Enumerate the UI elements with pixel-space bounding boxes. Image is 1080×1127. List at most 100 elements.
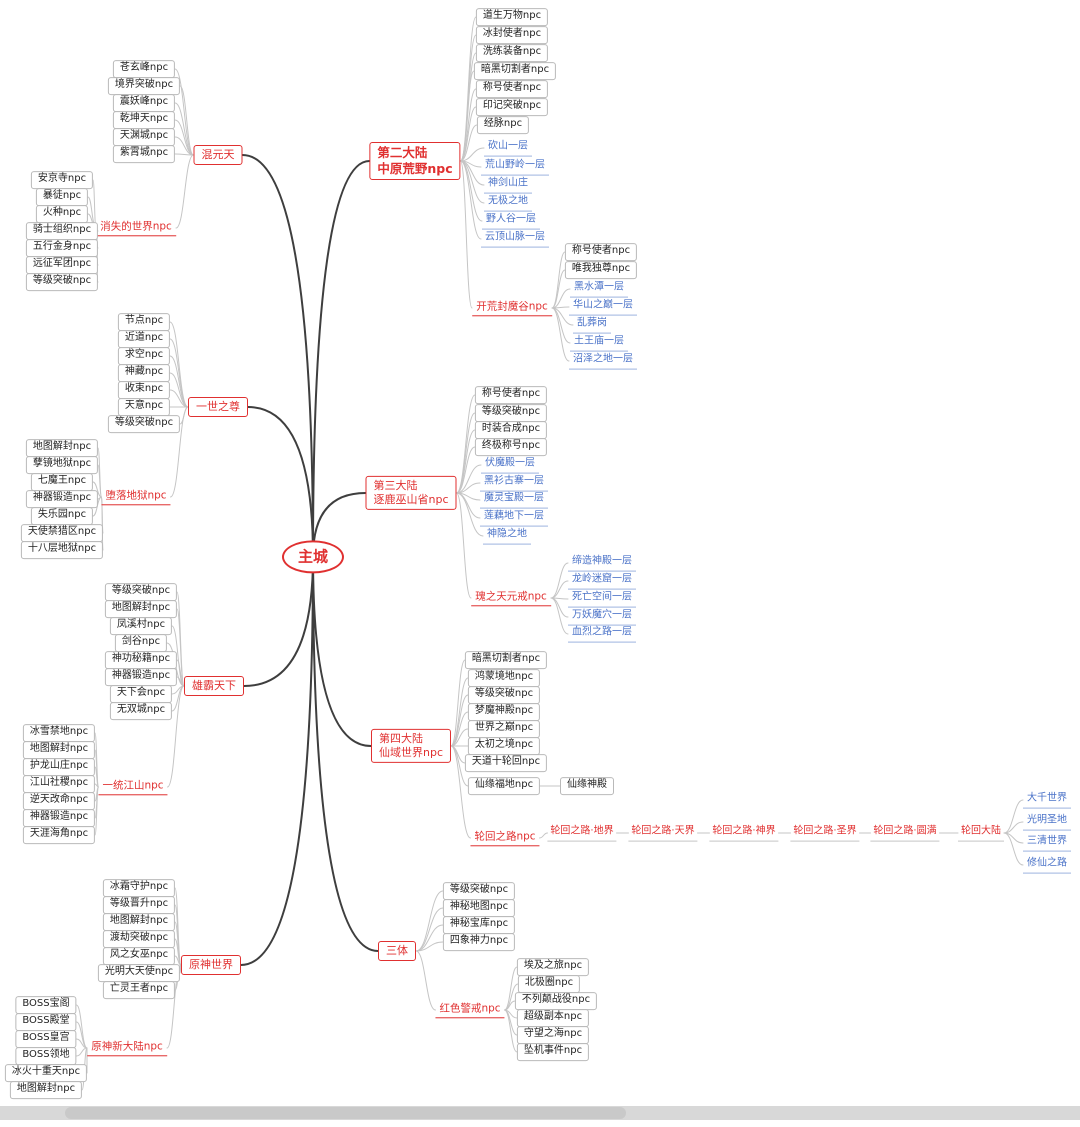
- npc-topic[interactable]: 超级副本npc: [516, 1009, 590, 1027]
- sub-branch-topic[interactable]: 消失的世界npc: [96, 219, 176, 237]
- npc-topic[interactable]: 称号使者npc: [474, 386, 548, 404]
- map-link-topic[interactable]: 砍山一层: [484, 140, 532, 157]
- npc-topic[interactable]: 火种npc: [35, 205, 89, 223]
- npc-topic[interactable]: 称号使者npc: [475, 80, 549, 98]
- branch-topic[interactable]: 混元天: [193, 144, 243, 166]
- npc-topic[interactable]: 不列颠战役npc: [514, 992, 598, 1010]
- map-link-topic[interactable]: 死亡空间一层: [568, 591, 636, 608]
- sub-branch-topic[interactable]: 轮回之路npc: [470, 829, 540, 847]
- chain-topic[interactable]: 轮回之路·神界: [709, 825, 779, 842]
- npc-topic[interactable]: 骑士组织npc: [25, 222, 99, 240]
- map-link-topic[interactable]: 万妖魔穴一层: [568, 609, 636, 626]
- map-link-topic[interactable]: 神隐之地: [483, 528, 531, 545]
- npc-topic[interactable]: 道生万物npc: [475, 8, 549, 26]
- chain-topic[interactable]: 轮回之路·天界: [628, 825, 698, 842]
- npc-topic[interactable]: 天下会npc: [109, 685, 173, 703]
- chain-topic[interactable]: 轮回之路·圣界: [790, 825, 860, 842]
- map-link-topic[interactable]: 沼泽之地一层: [569, 353, 637, 370]
- map-link-topic[interactable]: 野人谷一层: [482, 213, 540, 230]
- npc-topic[interactable]: 安京寺npc: [30, 171, 94, 189]
- map-link-topic[interactable]: 大千世界: [1023, 792, 1071, 809]
- npc-topic[interactable]: 天意npc: [117, 398, 171, 416]
- bottom-scrollbar[interactable]: [0, 1106, 1080, 1120]
- map-link-topic[interactable]: 血烈之路一层: [568, 626, 636, 643]
- npc-topic[interactable]: 江山社稷npc: [22, 775, 96, 793]
- npc-topic[interactable]: 神器锻造npc: [104, 668, 178, 686]
- npc-topic[interactable]: 亡灵王者npc: [102, 981, 176, 999]
- chain-topic[interactable]: 轮回之路·地界: [547, 825, 617, 842]
- npc-topic[interactable]: 境界突破npc: [107, 77, 181, 95]
- npc-topic[interactable]: 神藏npc: [117, 364, 171, 382]
- npc-topic[interactable]: 冰火十重天npc: [4, 1064, 88, 1082]
- npc-topic[interactable]: BOSS宝阁: [15, 996, 77, 1014]
- npc-topic[interactable]: 等级晋升npc: [102, 896, 176, 914]
- npc-topic[interactable]: 北极圈npc: [517, 975, 581, 993]
- npc-topic[interactable]: 等级突破npc: [107, 415, 181, 433]
- npc-topic[interactable]: 暴徒npc: [35, 188, 89, 206]
- npc-topic[interactable]: 神器锻造npc: [25, 490, 99, 508]
- npc-topic[interactable]: 等级突破npc: [467, 686, 541, 704]
- npc-topic[interactable]: 冰霜守护npc: [102, 879, 176, 897]
- npc-topic[interactable]: 乾坤天npc: [112, 111, 176, 129]
- map-link-topic[interactable]: 华山之巅一层: [569, 299, 637, 316]
- npc-topic[interactable]: 终极称号npc: [474, 438, 548, 456]
- sub-branch-topic[interactable]: 原神新大陆npc: [87, 1039, 167, 1057]
- branch-topic[interactable]: 雄霸天下: [184, 675, 244, 697]
- npc-topic[interactable]: 太初之境npc: [467, 737, 541, 755]
- npc-topic[interactable]: 护龙山庄npc: [22, 758, 96, 776]
- npc-topic[interactable]: 神器锻造npc: [22, 809, 96, 827]
- map-link-topic[interactable]: 缔造神殿一层: [568, 555, 636, 572]
- npc-topic[interactable]: 冰雪禁地npc: [22, 724, 96, 742]
- npc-topic[interactable]: 世界之巅npc: [467, 720, 541, 738]
- branch-topic[interactable]: 第三大陆 逐鹿巫山省npc: [365, 475, 457, 511]
- npc-topic[interactable]: 称号使者npc: [564, 243, 638, 261]
- npc-topic[interactable]: 剑谷npc: [114, 634, 168, 652]
- branch-topic[interactable]: 原神世界: [181, 954, 241, 976]
- sub-branch-topic[interactable]: 瑰之天元戒npc: [471, 589, 551, 607]
- npc-topic[interactable]: BOSS领地: [15, 1047, 77, 1065]
- sub-branch-topic[interactable]: 红色警戒npc: [435, 1001, 505, 1019]
- npc-topic[interactable]: 等级突破npc: [474, 404, 548, 422]
- map-link-topic[interactable]: 伏魔殿一层: [481, 457, 539, 474]
- sub-branch-topic[interactable]: 开荒封魔谷npc: [472, 299, 552, 317]
- npc-topic[interactable]: 神秘宝库npc: [442, 916, 516, 934]
- npc-topic[interactable]: BOSS殿堂: [15, 1013, 77, 1031]
- chain-topic[interactable]: 轮回之路·圆满: [870, 825, 940, 842]
- npc-topic[interactable]: 七魔王npc: [30, 473, 94, 491]
- npc-topic[interactable]: 逆天改命npc: [22, 792, 96, 810]
- sub-branch-topic[interactable]: 一统江山npc: [98, 778, 168, 796]
- branch-topic[interactable]: 第二大陆 中原荒野npc: [369, 142, 461, 180]
- npc-topic[interactable]: 节点npc: [117, 313, 171, 331]
- map-link-topic[interactable]: 魔灵宝殿一层: [480, 492, 548, 509]
- npc-topic[interactable]: 远征军团npc: [25, 256, 99, 274]
- npc-topic[interactable]: 梦魔神殿npc: [467, 703, 541, 721]
- map-link-topic[interactable]: 莲藕地下一层: [480, 510, 548, 527]
- npc-topic[interactable]: 神秘地图npc: [442, 899, 516, 917]
- npc-topic[interactable]: 埃及之旅npc: [516, 958, 590, 976]
- map-link-topic[interactable]: 黑衫古寨一层: [480, 475, 548, 492]
- npc-topic[interactable]: 天道十轮回npc: [464, 754, 548, 772]
- central-topic[interactable]: 主城: [281, 540, 345, 574]
- npc-topic[interactable]: 收束npc: [117, 381, 171, 399]
- npc-topic[interactable]: 天渊城npc: [112, 128, 176, 146]
- npc-topic[interactable]: 暗黑切割者npc: [464, 651, 548, 669]
- npc-topic[interactable]: 守望之海npc: [516, 1026, 590, 1044]
- npc-topic[interactable]: 等级突破npc: [442, 882, 516, 900]
- npc-topic[interactable]: 凤溪村npc: [109, 617, 173, 635]
- map-link-topic[interactable]: 云顶山脉一层: [481, 231, 549, 248]
- chain-topic[interactable]: 轮回大陆: [958, 825, 1004, 842]
- npc-topic[interactable]: 十八层地狱npc: [20, 541, 104, 559]
- map-link-topic[interactable]: 黑水潭一层: [570, 281, 628, 298]
- npc-topic[interactable]: 四象神力npc: [442, 933, 516, 951]
- npc-topic[interactable]: 近道npc: [117, 330, 171, 348]
- branch-topic[interactable]: 一世之尊: [188, 396, 248, 418]
- npc-topic[interactable]: BOSS皇宫: [15, 1030, 77, 1048]
- npc-topic[interactable]: 苍玄峰npc: [112, 60, 176, 78]
- npc-topic[interactable]: 等级突破npc: [25, 273, 99, 291]
- npc-topic[interactable]: 地图解封npc: [104, 600, 178, 618]
- npc-topic[interactable]: 鸿蒙境地npc: [467, 669, 541, 687]
- npc-topic[interactable]: 五行金身npc: [25, 239, 99, 257]
- npc-topic[interactable]: 仙缘福地npc: [467, 777, 541, 795]
- npc-topic[interactable]: 地图解封npc: [9, 1081, 83, 1099]
- npc-topic[interactable]: 仙缘神殿: [560, 777, 614, 795]
